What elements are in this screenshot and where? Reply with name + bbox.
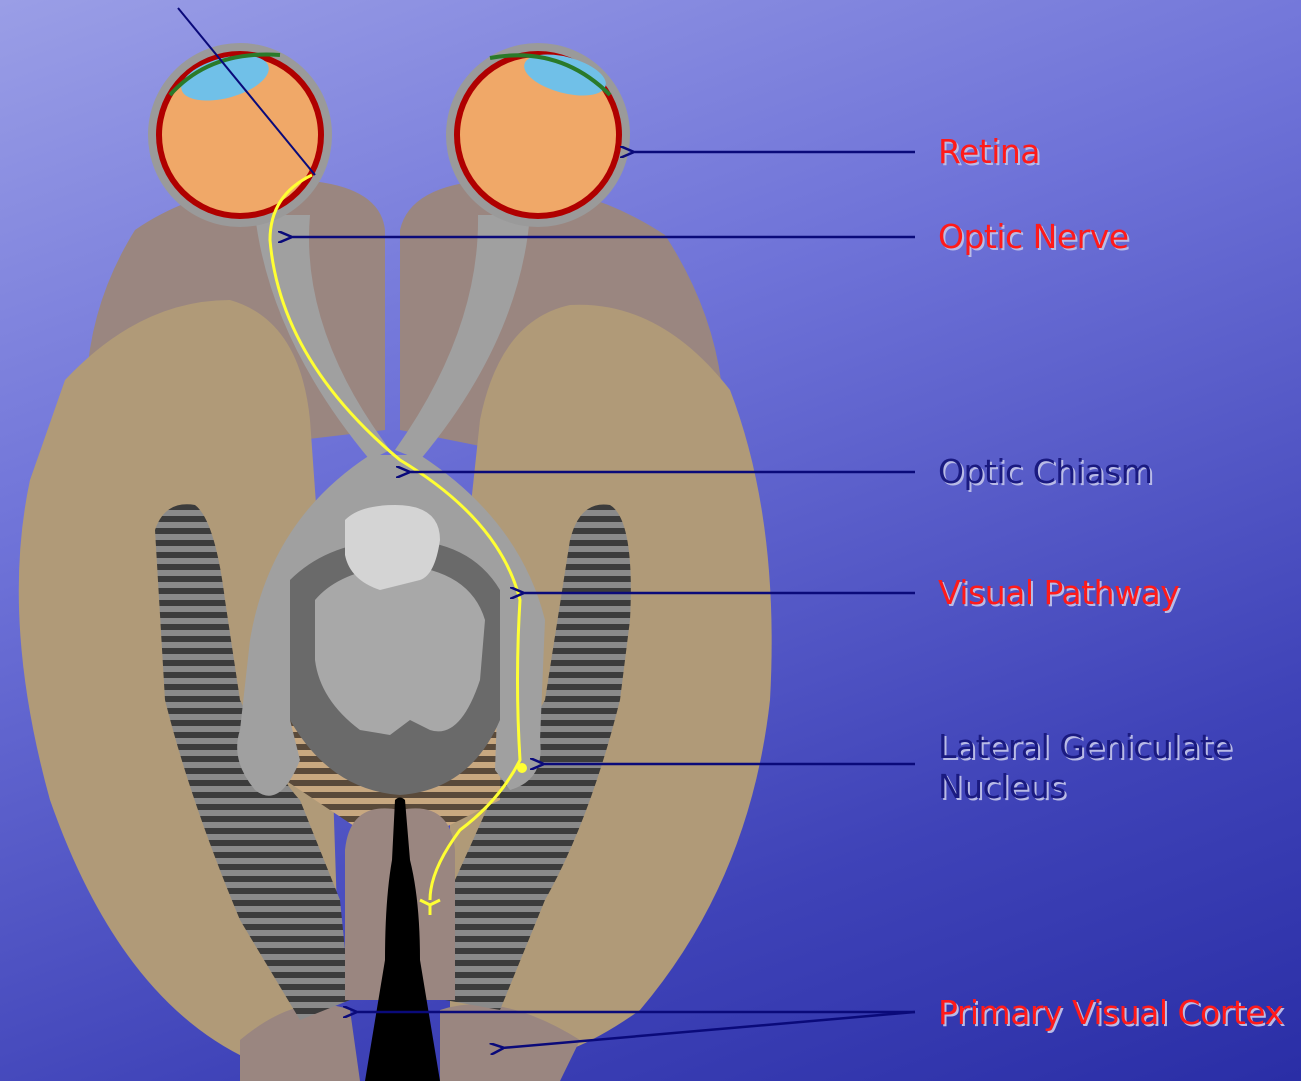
label-optic-chiasm: Optic Chiasm	[938, 452, 1152, 491]
label-primary-visual-cortex: Primary Visual Cortex	[938, 993, 1284, 1032]
label-visual-pathway: Visual Pathway	[938, 573, 1179, 612]
left-eye	[148, 43, 332, 227]
label-lgn-line2: Nucleus	[938, 767, 1066, 806]
label-optic-nerve: Optic Nerve	[938, 217, 1129, 256]
label-retina: Retina	[938, 132, 1040, 171]
lgn-synapse	[517, 763, 527, 773]
midbrain-inner	[315, 565, 485, 735]
right-eye	[446, 43, 630, 227]
label-lgn-line1: Lateral Geniculate	[938, 727, 1232, 766]
